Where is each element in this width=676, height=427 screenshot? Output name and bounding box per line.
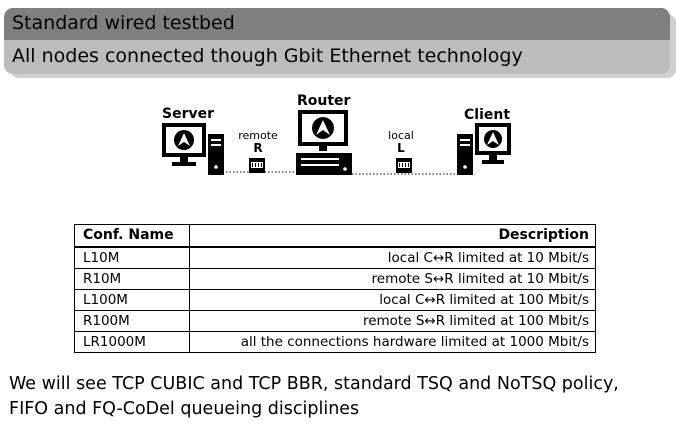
- client-icon: [457, 123, 511, 175]
- row-conf-name: L100M: [74, 289, 190, 311]
- row-conf-name: R10M: [74, 268, 190, 290]
- header-conf-name: Conf. Name: [74, 224, 190, 248]
- row-conf-name: LR1000M: [74, 331, 190, 353]
- network-diagram: Server Router Client remote R local L: [0, 0, 676, 200]
- header-description: Description: [189, 224, 596, 248]
- table-header-row: Conf. Name Description: [74, 224, 596, 248]
- server-label: Server: [162, 106, 215, 122]
- row-conf-name: R100M: [74, 310, 190, 332]
- local-port-icon: [396, 158, 412, 173]
- row-description: remote S↔R limited at 100 Mbit/s: [189, 310, 596, 332]
- remote-link-label: remote: [238, 129, 278, 142]
- table-row: R10M remote S↔R limited at 10 Mbit/s: [74, 268, 596, 290]
- testbed-block: Standard wired testbed All nodes connect…: [4, 8, 676, 78]
- summary-text: We will see TCP CUBIC and TCP BBR, stand…: [9, 372, 669, 422]
- block-body: All nodes connected though Gbit Ethernet…: [4, 40, 670, 74]
- row-conf-name: L10M: [74, 246, 190, 269]
- table-row: L100M local C↔R limited at 100 Mbit/s: [74, 289, 596, 311]
- router-label: Router: [297, 93, 351, 109]
- local-link-label: local: [388, 129, 414, 142]
- summary-line-1: We will see TCP CUBIC and TCP BBR, stand…: [9, 374, 619, 394]
- table-row: R100M remote S↔R limited at 100 Mbit/s: [74, 310, 596, 332]
- block-title: Standard wired testbed: [4, 8, 670, 40]
- remote-port-icon: [249, 158, 265, 173]
- router-icon: [296, 110, 352, 175]
- row-description: all the connections hardware limited at …: [189, 331, 596, 353]
- client-label: Client: [464, 107, 511, 123]
- table-row: LR1000M all the connections hardware lim…: [74, 331, 596, 353]
- table-row: L10M local C↔R limited at 10 Mbit/s: [74, 246, 596, 269]
- diagram-graphics: [162, 110, 511, 175]
- row-description: local C↔R limited at 10 Mbit/s: [189, 246, 596, 269]
- configuration-table: Conf. Name Description L10M local C↔R li…: [74, 224, 596, 353]
- summary-line-2: FIFO and FQ-CoDel queueing disciplines: [9, 399, 360, 419]
- local-link-letter: L: [397, 141, 405, 155]
- server-icon: [162, 123, 224, 175]
- remote-link-letter: R: [253, 141, 263, 155]
- row-description: local C↔R limited at 100 Mbit/s: [189, 289, 596, 311]
- row-description: remote S↔R limited at 10 Mbit/s: [189, 268, 596, 290]
